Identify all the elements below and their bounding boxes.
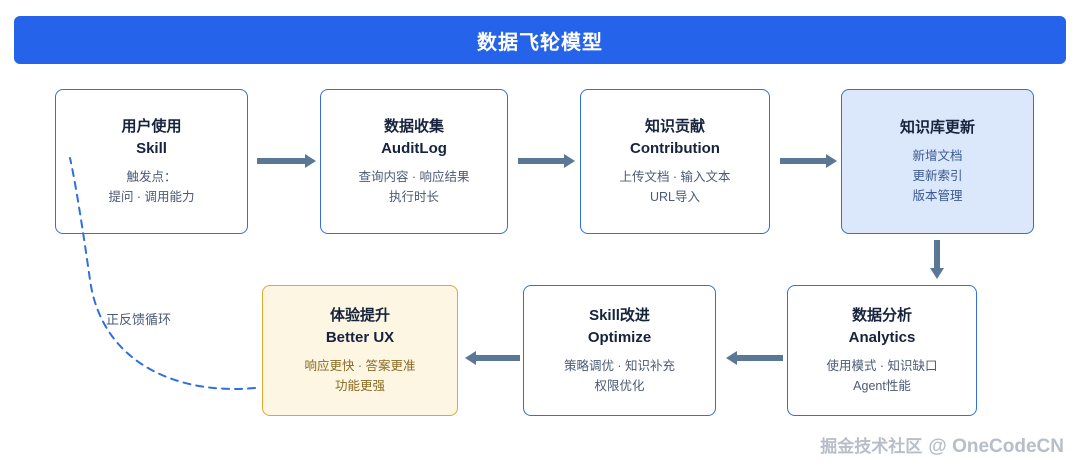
node-contrib-title-en: Contribution bbox=[630, 140, 720, 157]
node-contrib-details: 上传文档 · 输入文本 URL导入 bbox=[619, 167, 730, 207]
page-title: 数据飞轮模型 bbox=[477, 31, 603, 54]
node-optimize-title-cn: Skill改进 bbox=[589, 307, 650, 325]
node-ux-title-en: Better UX bbox=[325, 329, 395, 346]
node-kb-line-3: 版本管理 bbox=[912, 188, 963, 203]
node-data-collection: 数据收集 AuditLog 查询内容 · 响应结果 执行时长 bbox=[320, 89, 508, 234]
feedback-loop-label: 正反馈循环 bbox=[106, 312, 172, 327]
node-contrib-line-2: URL导入 bbox=[649, 189, 700, 204]
arrow-analytics-to-optimize-line bbox=[735, 355, 783, 361]
node-ux-line-1: 响应更快 · 答案更准 bbox=[304, 358, 416, 373]
arrow-kb-to-analytics-line bbox=[934, 240, 940, 272]
watermark-cn: 掘金技术社区 bbox=[820, 437, 923, 456]
node-contrib-line-1: 上传文档 · 输入文本 bbox=[619, 169, 731, 184]
node-analytics-line-2: Agent性能 bbox=[853, 378, 911, 393]
arrow-contrib-to-kb-line bbox=[780, 158, 830, 164]
node-analytics-title-cn: 数据分析 bbox=[851, 307, 912, 325]
node-ux-title-cn: 体验提升 bbox=[329, 307, 390, 325]
arrow-optimize-to-ux-line bbox=[474, 355, 520, 361]
node-skill-optimize: Skill改进 Optimize 策略调优 · 知识补充 权限优化 bbox=[523, 285, 716, 416]
node-kb-details: 新增文档 更新索引 版本管理 bbox=[912, 146, 962, 206]
node-kb-line-1: 新增文档 bbox=[912, 148, 963, 163]
node-knowledge-contribution: 知识贡献 Contribution 上传文档 · 输入文本 URL导入 bbox=[580, 89, 770, 234]
arrow-collect-to-contrib-head bbox=[564, 154, 575, 168]
feedback-loop-curve bbox=[69, 157, 256, 390]
arrow-contrib-to-kb-head bbox=[826, 154, 837, 168]
watermark: 掘金技术社区 @ OneCodeCN bbox=[820, 432, 1064, 458]
node-analytics-title-en: Analytics bbox=[848, 329, 916, 346]
arrow-user-to-collect-head bbox=[305, 154, 316, 168]
node-analytics-line-1: 使用模式 · 知识缺口 bbox=[826, 358, 938, 373]
node-optimize-details: 策略调优 · 知识补充 权限优化 bbox=[564, 356, 675, 396]
diagram-title-bar: 数据飞轮模型 bbox=[14, 16, 1066, 64]
node-analytics-details: 使用模式 · 知识缺口 Agent性能 bbox=[826, 356, 937, 396]
watermark-en: @ OneCodeCN bbox=[928, 436, 1064, 457]
node-kb-title-cn: 知识库更新 bbox=[899, 119, 975, 137]
node-user-title-en: Skill bbox=[136, 140, 167, 157]
node-optimize-title-en: Optimize bbox=[587, 329, 652, 346]
node-user-line-1: 触发点： bbox=[126, 169, 177, 184]
node-better-ux: 体验提升 Better UX 响应更快 · 答案更准 功能更强 bbox=[262, 285, 458, 416]
node-user-details: 触发点： 提问 · 调用能力 bbox=[108, 167, 194, 207]
arrow-analytics-to-optimize-head bbox=[726, 351, 737, 365]
node-optimize-line-1: 策略调优 · 知识补充 bbox=[563, 358, 676, 373]
node-collect-line-2: 执行时长 bbox=[388, 189, 439, 204]
node-ux-line-2: 功能更强 bbox=[334, 378, 385, 393]
arrow-kb-to-analytics-head bbox=[930, 268, 944, 279]
node-knowledge-base-update: 知识库更新 新增文档 更新索引 版本管理 bbox=[841, 89, 1034, 234]
arrow-optimize-to-ux-head bbox=[465, 351, 476, 365]
node-user-line-2: 提问 · 调用能力 bbox=[108, 189, 195, 204]
arrow-user-to-collect-line bbox=[257, 158, 309, 164]
node-ux-details: 响应更快 · 答案更准 功能更强 bbox=[304, 356, 415, 396]
node-collect-line-1: 查询内容 · 响应结果 bbox=[358, 169, 470, 184]
node-collect-details: 查询内容 · 响应结果 执行时长 bbox=[358, 167, 469, 207]
node-kb-line-2: 更新索引 bbox=[912, 168, 963, 183]
node-collect-title-cn: 数据收集 bbox=[383, 118, 444, 136]
node-user-usage: 用户使用 Skill 触发点： 提问 · 调用能力 bbox=[55, 89, 248, 234]
arrow-collect-to-contrib-line bbox=[518, 158, 568, 164]
node-collect-title-en: AuditLog bbox=[381, 140, 447, 157]
node-data-analytics: 数据分析 Analytics 使用模式 · 知识缺口 Agent性能 bbox=[787, 285, 977, 416]
node-optimize-line-2: 权限优化 bbox=[594, 378, 645, 393]
node-contrib-title-cn: 知识贡献 bbox=[644, 118, 705, 136]
node-user-title-cn: 用户使用 bbox=[121, 118, 182, 136]
